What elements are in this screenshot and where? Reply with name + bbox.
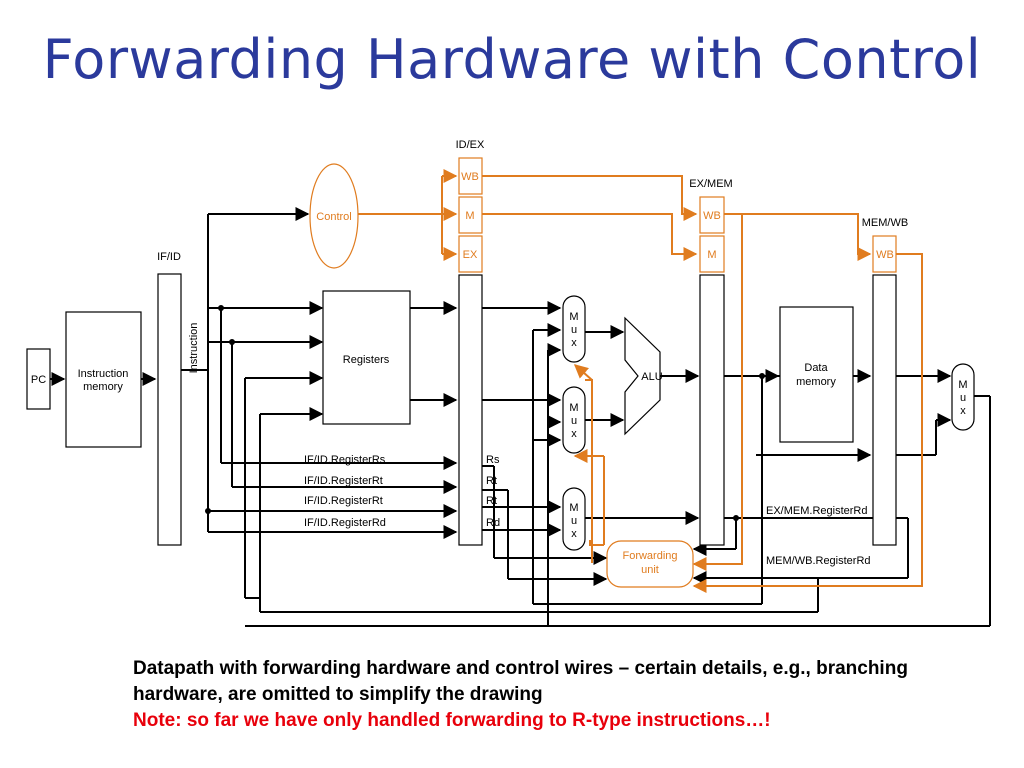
svg-text:M: M — [958, 379, 967, 391]
svg-text:Forwarding: Forwarding — [622, 550, 677, 562]
if-id-field-labels: IF/ID.RegisterRs IF/ID.RegisterRt IF/ID.… — [304, 454, 386, 529]
svg-text:memory: memory — [83, 381, 123, 393]
svg-text:IF/ID.RegisterRd: IF/ID.RegisterRd — [304, 517, 386, 529]
id-ex-register: ID/EX WB M EX Rs Rt Rt Rd — [456, 139, 500, 546]
svg-text:WB: WB — [703, 210, 721, 222]
svg-text:MEM/WB: MEM/WB — [862, 217, 908, 229]
data-wires — [50, 207, 991, 627]
svg-text:M: M — [569, 311, 578, 323]
mux-a: M u x — [562, 295, 586, 363]
pc-block: PC — [26, 348, 51, 410]
caption-text: Datapath with forwarding hardware and co… — [133, 658, 908, 705]
svg-text:x: x — [571, 528, 577, 540]
svg-text:WB: WB — [876, 249, 894, 261]
svg-text:Instruction: Instruction — [78, 368, 129, 380]
svg-text:IF/ID.RegisterRt: IF/ID.RegisterRt — [304, 475, 383, 487]
mem-wb-registerrd-label: MEM/WB.RegisterRd — [766, 555, 871, 567]
svg-text:x: x — [571, 337, 577, 349]
svg-text:M: M — [465, 210, 474, 222]
data-memory-block: Data memory — [779, 306, 854, 443]
caption: Datapath with forwarding hardware and co… — [133, 656, 993, 734]
svg-text:Rs: Rs — [486, 454, 500, 466]
svg-text:PC: PC — [31, 374, 46, 386]
svg-text:EX: EX — [463, 249, 478, 261]
svg-text:Rd: Rd — [486, 517, 500, 529]
svg-text:x: x — [960, 405, 966, 417]
registers-block: Registers — [322, 290, 411, 425]
slide-title: Forwarding Hardware with Control — [42, 28, 982, 91]
svg-text:unit: unit — [641, 564, 659, 576]
datapath-diagram: PC Instruction memory IF/ID Instruction … — [26, 139, 991, 627]
svg-text:Rt: Rt — [486, 475, 497, 487]
forwarding-unit: Forwarding unit — [606, 540, 694, 588]
svg-text:IF/ID.RegisterRt: IF/ID.RegisterRt — [304, 495, 383, 507]
svg-text:Control: Control — [316, 211, 351, 223]
svg-text:Registers: Registers — [343, 354, 390, 366]
mux-c: M u x — [562, 487, 586, 551]
caption-note: Note: so far we have only handled forwar… — [133, 710, 771, 731]
instruction-memory-block: Instruction memory — [65, 311, 142, 448]
svg-text:u: u — [960, 392, 966, 404]
svg-text:M: M — [707, 249, 716, 261]
svg-text:WB: WB — [461, 171, 479, 183]
svg-text:IF/ID.RegisterRs: IF/ID.RegisterRs — [304, 454, 386, 466]
svg-text:Data: Data — [804, 362, 828, 374]
alu-block: ALU — [624, 316, 663, 436]
svg-text:EX/MEM: EX/MEM — [689, 178, 732, 190]
svg-text:u: u — [571, 415, 577, 427]
ex-mem-register: EX/MEM WB M — [689, 178, 733, 546]
mux-writeback: M u x — [951, 363, 975, 431]
svg-text:M: M — [569, 502, 578, 514]
mux-b: M u x — [562, 386, 586, 454]
control-unit: Control — [309, 163, 359, 269]
mem-wb-register: MEM/WB WB — [862, 217, 908, 546]
svg-text:Rt: Rt — [486, 495, 497, 507]
svg-text:u: u — [571, 515, 577, 527]
svg-text:IF/ID: IF/ID — [157, 251, 181, 263]
ex-mem-registerrd-label: EX/MEM.RegisterRd — [766, 505, 867, 517]
svg-text:ID/EX: ID/EX — [456, 139, 485, 151]
svg-text:memory: memory — [796, 376, 836, 388]
svg-text:u: u — [571, 324, 577, 336]
svg-text:x: x — [571, 428, 577, 440]
svg-text:Instruction: Instruction — [188, 323, 200, 374]
svg-text:ALU: ALU — [641, 371, 662, 383]
svg-text:M: M — [569, 402, 578, 414]
if-id-register: IF/ID Instruction — [157, 251, 200, 546]
control-wires — [358, 169, 923, 593]
